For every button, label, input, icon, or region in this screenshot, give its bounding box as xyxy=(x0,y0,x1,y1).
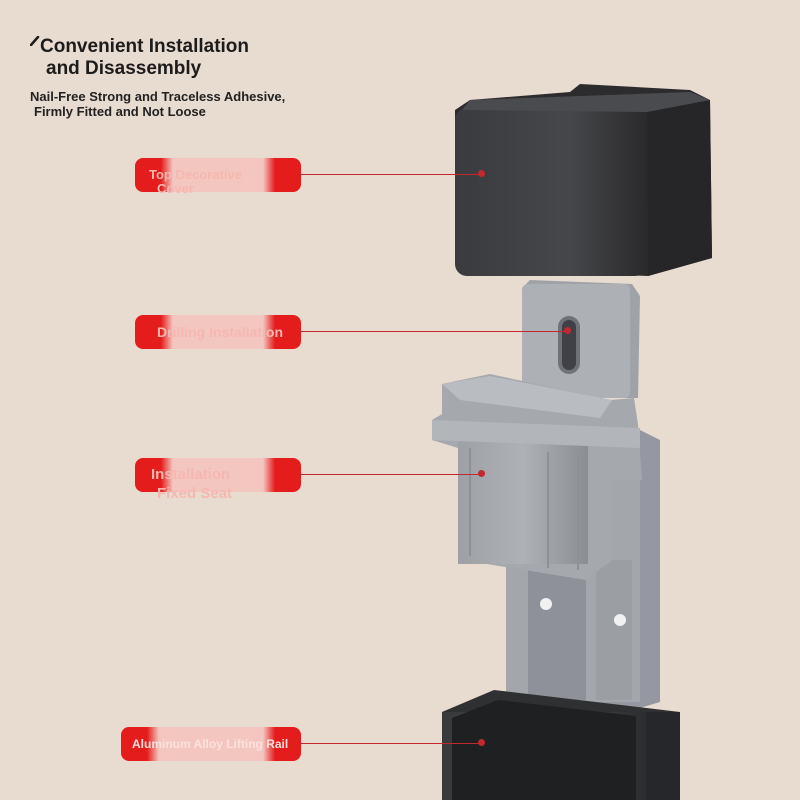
pen-stroke-icon xyxy=(30,36,40,46)
top-decorative-cover-part xyxy=(455,84,712,276)
page-heading: Convenient Installation and Disassembly xyxy=(30,36,249,80)
callout-pill xyxy=(135,458,301,492)
callout-rail: Aluminum Alloy Lifting Rail xyxy=(121,727,301,761)
callout-pill xyxy=(135,158,301,192)
leader-dot xyxy=(478,170,485,177)
leader-dot xyxy=(564,327,571,334)
fixed-seat-part xyxy=(432,374,660,708)
leader-line xyxy=(300,474,482,475)
callout-label-line-1: Aluminum Alloy Lifting Rail xyxy=(132,737,289,751)
leader-dot xyxy=(478,470,485,477)
callout-label-line-1: Drilling Installation xyxy=(157,324,284,340)
callout-pill xyxy=(135,315,301,349)
callout-label-line-2: Fixed Seat xyxy=(157,485,233,502)
callout-fixed-seat: Installation Fixed Seat xyxy=(135,458,301,501)
leader-dot xyxy=(478,739,485,746)
leader-line xyxy=(300,743,482,744)
leader-line xyxy=(300,331,568,332)
heading-line-1: Convenient Installation xyxy=(40,36,250,57)
callout-drilling: Drilling Installation xyxy=(135,315,301,349)
subheading-line-2: Firmly Fitted and Not Loose xyxy=(34,104,206,119)
page-subheading: Nail-Free Strong and Traceless Adhesive,… xyxy=(30,89,285,119)
aluminum-rail-part xyxy=(442,690,680,800)
drilling-plate-part xyxy=(522,280,640,398)
callout-top-cover: Top Decorative Cover xyxy=(135,158,301,196)
callout-label-line-1: Top Decorative xyxy=(149,167,242,182)
callout-pill xyxy=(121,727,301,761)
subheading-line-1: Nail-Free Strong and Traceless Adhesive, xyxy=(30,89,286,104)
leader-line xyxy=(300,174,482,175)
heading-line-2: and Disassembly xyxy=(46,58,202,79)
callout-label-line-1: Installation xyxy=(151,466,231,483)
callout-label-line-2: Cover xyxy=(157,181,194,196)
